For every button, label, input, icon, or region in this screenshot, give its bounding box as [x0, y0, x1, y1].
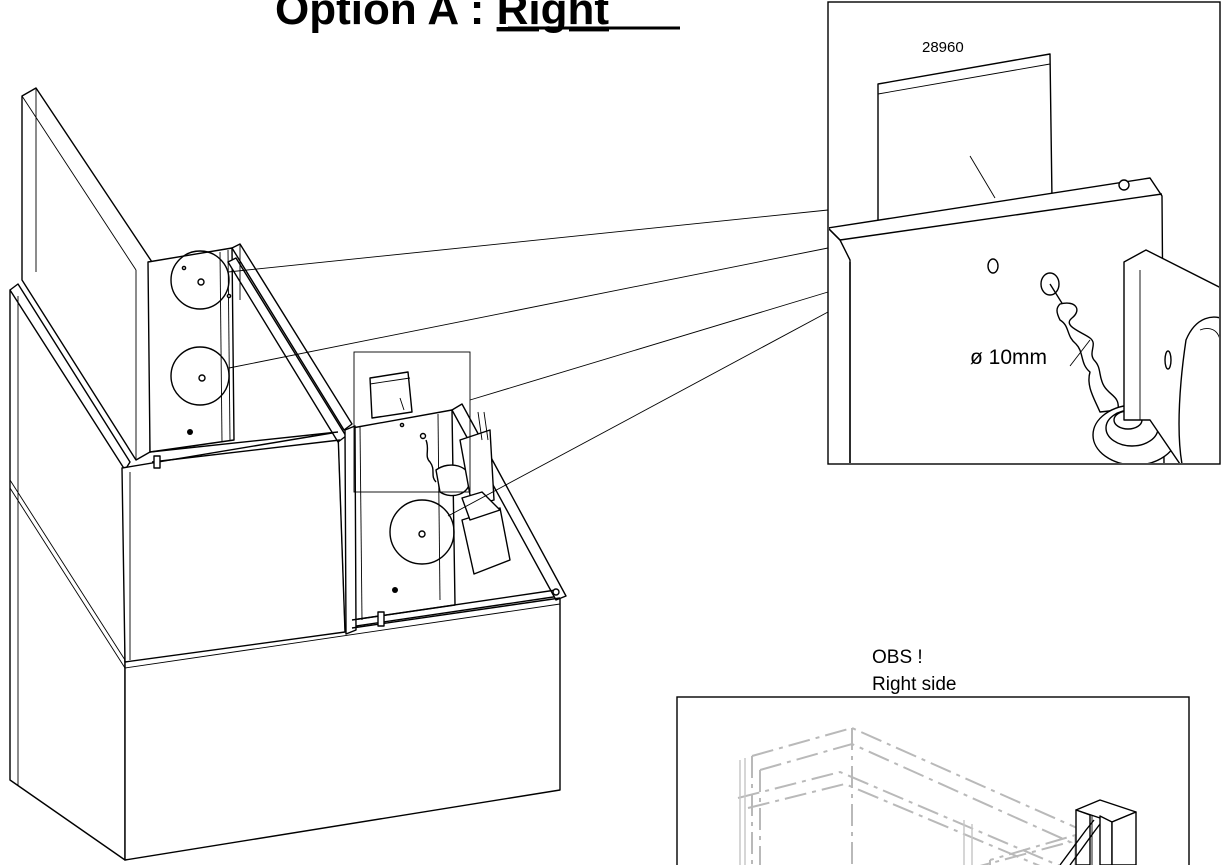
right-side-inset [676, 696, 1190, 865]
pilot-hole [987, 258, 999, 274]
obs-note: OBS ! Right side [872, 647, 957, 695]
drill-diameter-label: ø 10mm [970, 346, 1047, 369]
page-title: Option A : Right [275, 0, 609, 34]
part-number-label: 28960 [922, 39, 964, 56]
detail-circle-2 [170, 346, 230, 406]
detail-frame [353, 351, 471, 493]
top-hole [1118, 179, 1130, 191]
leader-lines [227, 209, 829, 517]
inner-side-panel [147, 247, 235, 453]
detail-view: 28960 ø 10mm [827, 1, 1221, 465]
frame-rail [231, 243, 353, 431]
detail-circle-3 [389, 499, 455, 565]
cabinet-front-lower [124, 595, 561, 861]
title-prefix: Option A : [275, 0, 497, 34]
cabinet-assembly [9, 87, 567, 861]
note-line-1: OBS ! [872, 647, 923, 668]
small-block-part [369, 371, 413, 419]
note-line-2: Right side [872, 674, 957, 695]
drill-bit [1049, 283, 1119, 413]
drill-small [425, 411, 511, 575]
detail-circle-1 [170, 250, 230, 310]
